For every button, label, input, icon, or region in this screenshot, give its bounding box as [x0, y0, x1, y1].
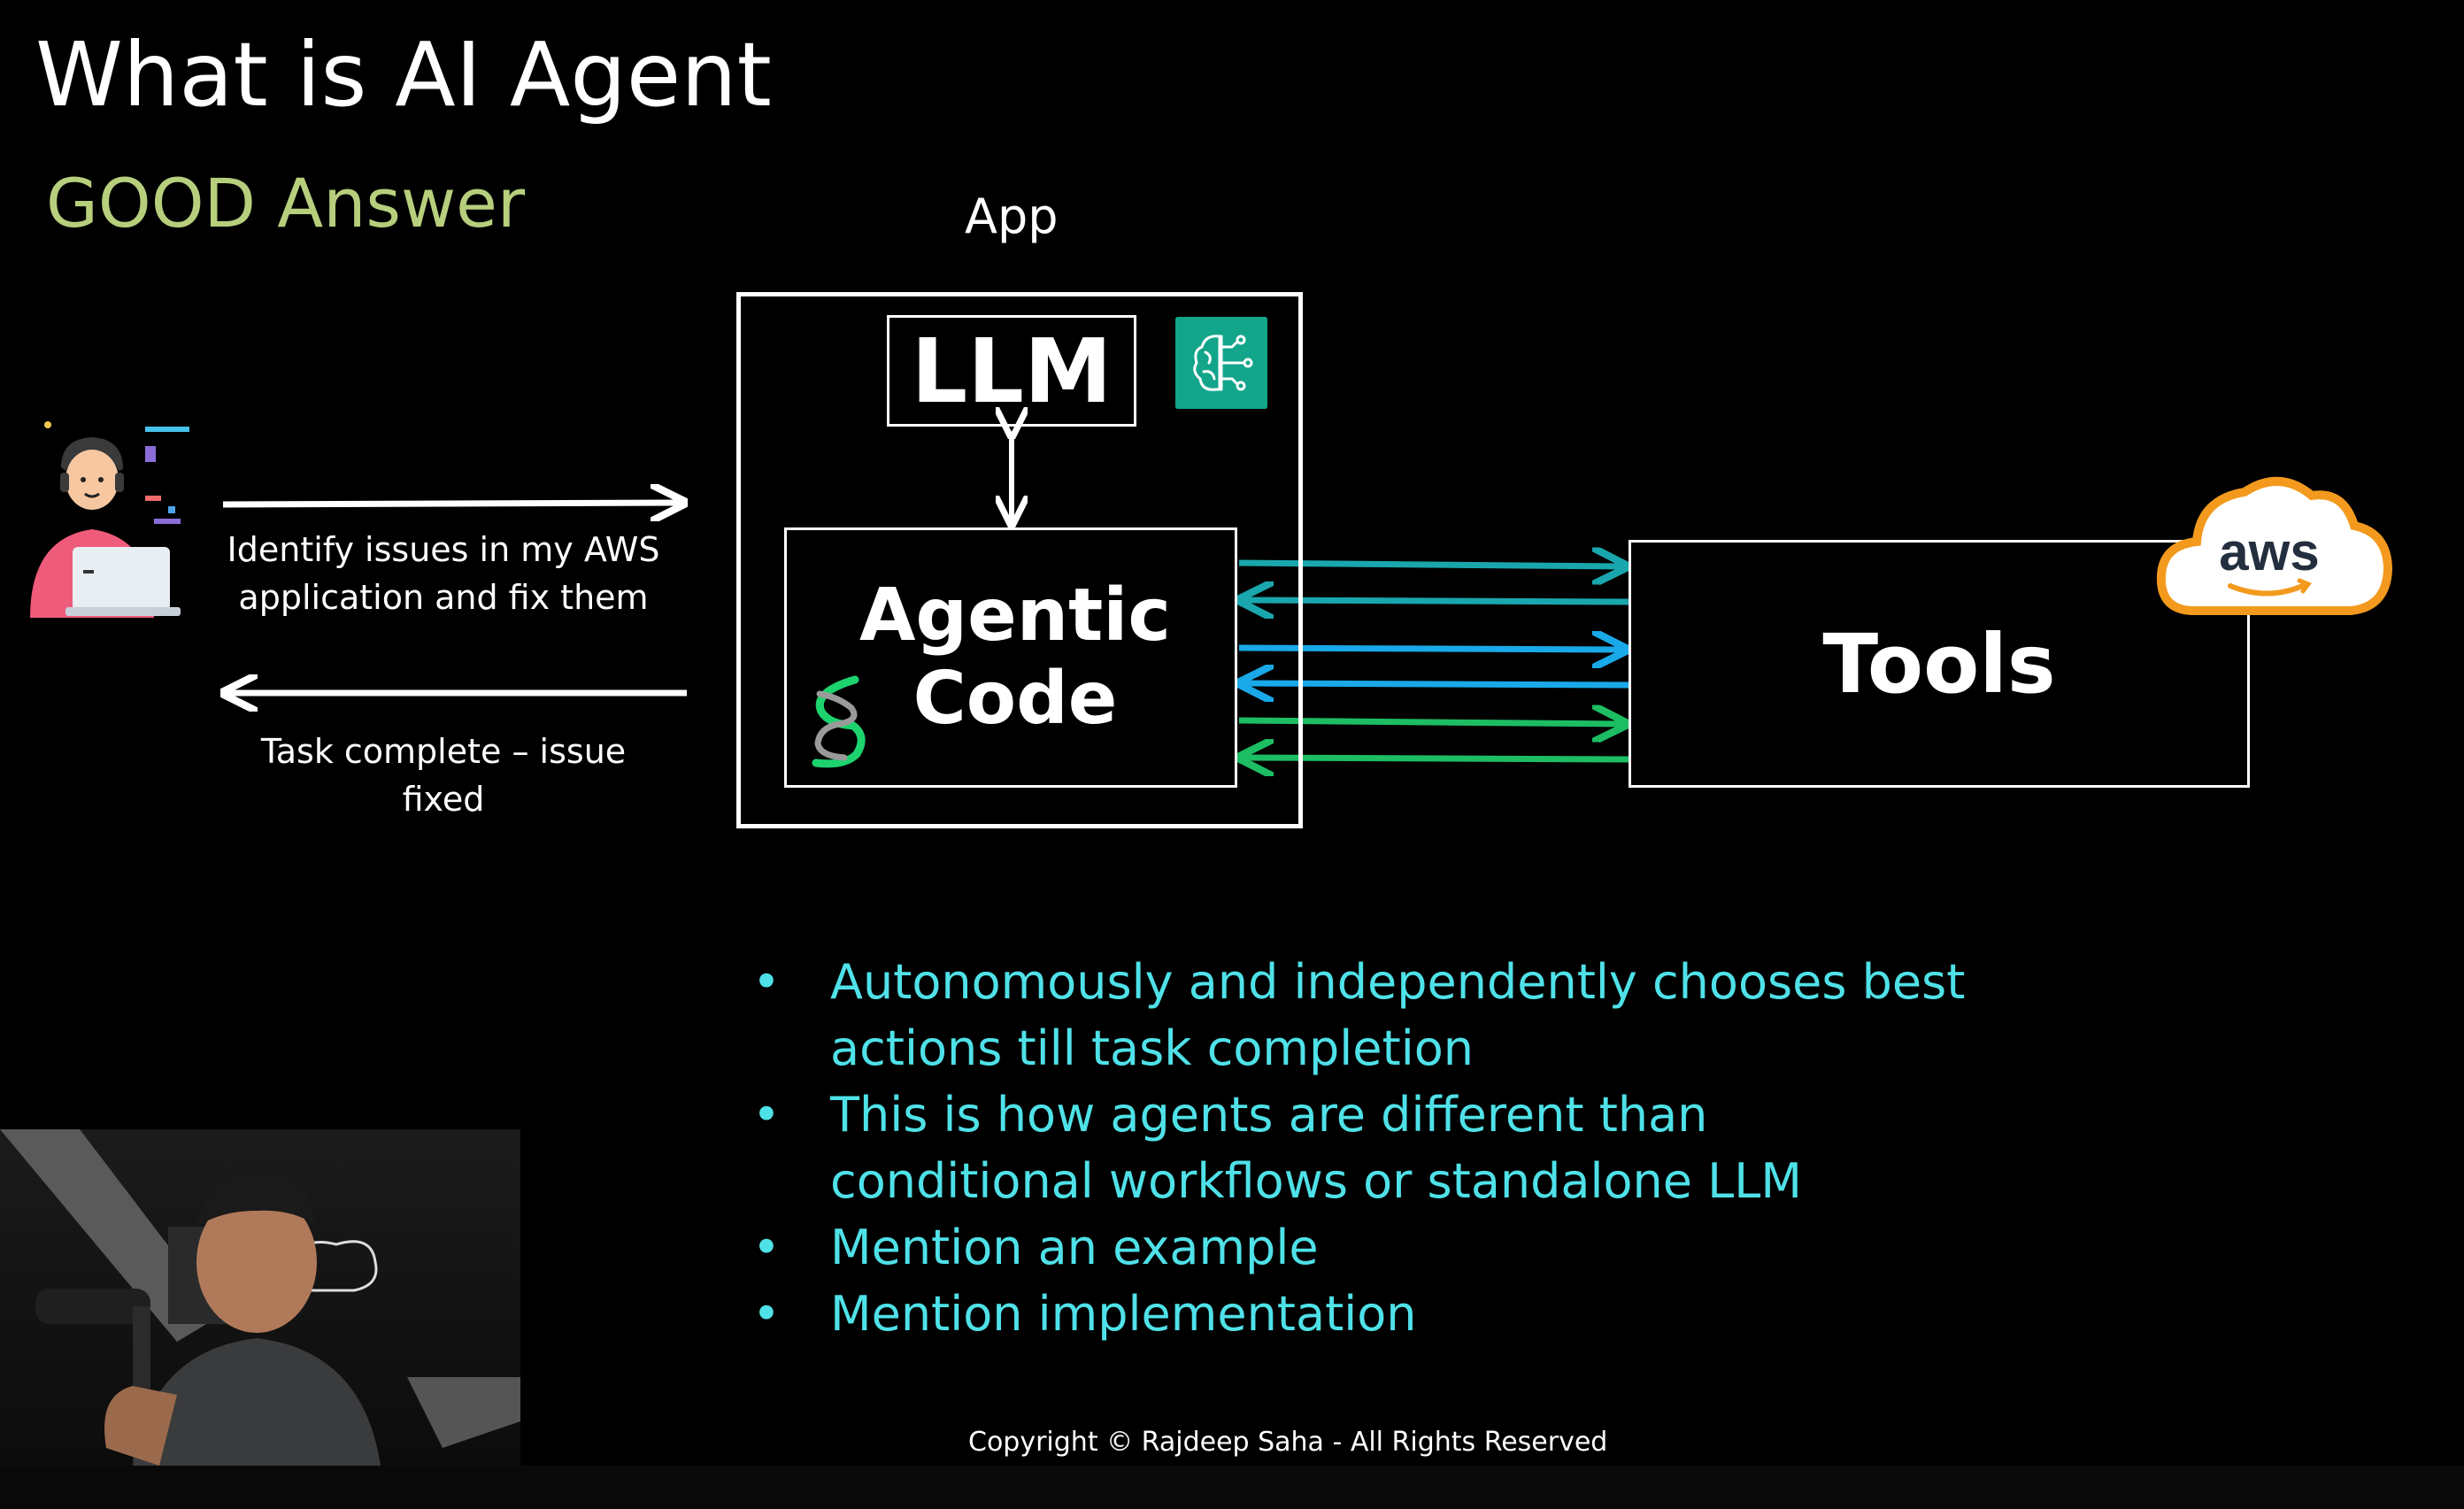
tool-arrow-blue-in: [1243, 683, 1629, 685]
tool-arrow-green-in: [1243, 758, 1629, 759]
tool-arrow-teal-out: [1238, 563, 1623, 566]
request-message: Identify issues in my AWS application an…: [200, 526, 687, 621]
request-arrow: [222, 503, 681, 504]
copyright-notice: Copyright © Rajdeep Saha - All Rights Re…: [968, 1427, 1608, 1458]
response-message: Task complete – issue fixed: [200, 728, 687, 823]
agentic-label-line-1: Agentic: [859, 574, 1172, 658]
tools-label: Tools: [1822, 616, 2056, 712]
slide-title: What is AI Agent: [35, 23, 772, 127]
llm-label: LLM: [911, 319, 1113, 423]
person-laptop-icon: [30, 421, 189, 618]
response-line-1: Task complete – issue: [260, 732, 627, 771]
bullet-item: Autonomously and independently chooses b…: [743, 949, 1983, 1082]
request-line-2: application and fix them: [238, 578, 649, 617]
tool-arrow-green-out: [1238, 720, 1623, 724]
brain-circuit-icon: [1175, 317, 1267, 409]
aws-cloud-icon: aws: [2156, 477, 2393, 615]
presenter-video-frame: [0, 1129, 520, 1466]
tool-arrow-blue-out: [1238, 648, 1623, 650]
tools-box: Tools: [1629, 540, 2250, 788]
llm-box: LLM: [887, 315, 1136, 427]
app-label: App: [965, 189, 1059, 244]
webcam-overlay: [0, 1129, 520, 1466]
agentic-label-line-2: Code: [912, 657, 1118, 741]
helix-logo-icon: [812, 675, 866, 768]
bullet-list: Autonomously and independently chooses b…: [743, 949, 1983, 1347]
video-bottom-strip: [0, 1466, 2464, 1509]
app-box: [736, 292, 1303, 828]
request-line-1: Identify issues in my AWS: [227, 530, 660, 569]
bullet-item: Mention implementation: [743, 1281, 1983, 1347]
bullet-item: This is how agents are different than co…: [743, 1082, 1983, 1214]
bullet-item: Mention an example: [743, 1214, 1983, 1281]
aws-logo-text: aws: [2219, 522, 2319, 581]
response-line-2: fixed: [402, 780, 485, 819]
tool-arrow-teal-in: [1243, 600, 1629, 602]
agentic-code-box: Agentic Code: [784, 527, 1237, 788]
slide-subtitle: GOOD Answer: [46, 164, 526, 243]
